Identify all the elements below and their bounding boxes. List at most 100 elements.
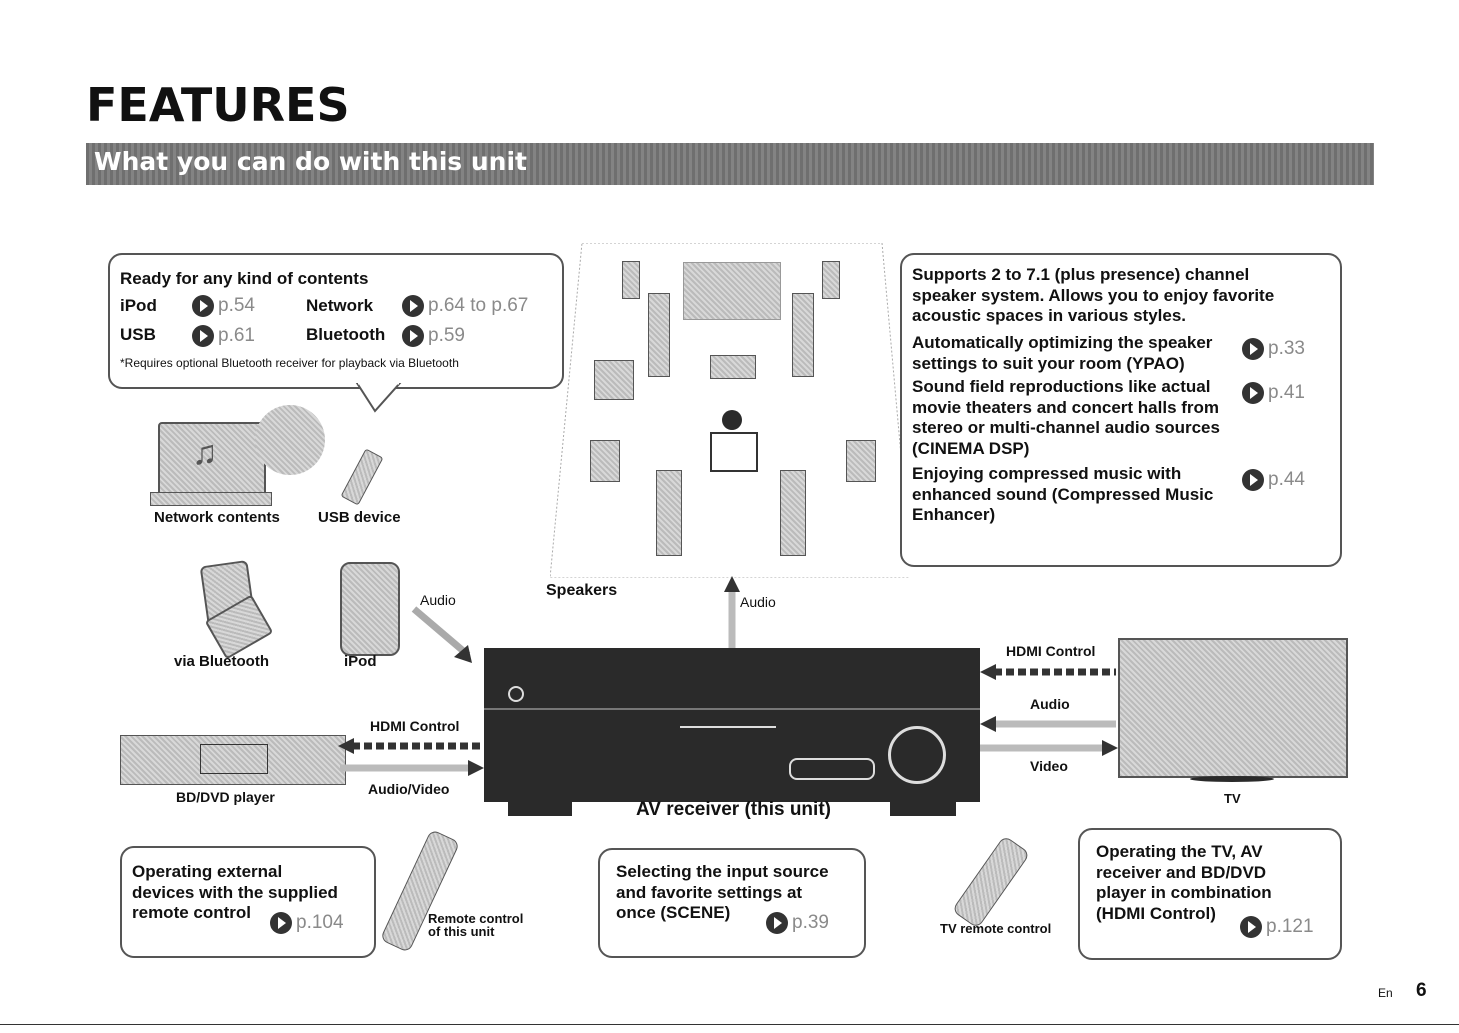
section-title: What you can do with this unit: [94, 147, 527, 176]
center-speaker-icon: [710, 355, 756, 379]
ipod-audio-arrow: [411, 606, 472, 663]
speaker-intro-2: speaker system. Allows you to enjoy favo…: [912, 285, 1275, 305]
cinema-dsp-line-4: (CINEMA DSP): [912, 438, 1030, 458]
page-arrow-icon: [402, 325, 424, 347]
page-arrow-icon: [402, 295, 424, 317]
remote-this-unit-line-2: of this unit: [428, 924, 495, 939]
remote-callout-line-3: remote control: [132, 903, 252, 922]
remote-page-ref: p.104: [270, 912, 344, 934]
remote-callout-line-1: Operating external: [132, 862, 283, 881]
usb-page-ref: p.61: [192, 325, 255, 347]
tv-remote-icon: [951, 835, 1031, 929]
usb-label: USB: [120, 325, 156, 344]
ypao-line-2: settings to suit your room (YPAO): [912, 353, 1185, 373]
presence-speaker-left-icon: [622, 261, 640, 299]
tv-stand-icon: [1190, 776, 1274, 782]
page-arrow-icon: [1240, 916, 1262, 938]
tv-video-arrow: [980, 740, 1118, 756]
compressed-music-line-2: enhanced sound (Compressed Music: [912, 484, 1214, 504]
compressed-music-line-1: Enjoying compressed music with: [912, 464, 1182, 483]
compressed-music-page-ref: p.44: [1242, 469, 1305, 491]
page-arrow-icon: [1242, 338, 1264, 360]
via-bluetooth-label: via Bluetooth: [174, 653, 270, 670]
tv-label: TV: [1224, 791, 1241, 806]
power-button-icon: [508, 686, 524, 702]
hdmi-control-left-arrow: [338, 738, 484, 754]
ipod-label: iPod: [120, 296, 157, 315]
scene-callout: Selecting the input source and favorite …: [598, 848, 866, 958]
bluetooth-page-ref: p.59: [402, 325, 465, 347]
surround-speaker-left-icon: [590, 440, 620, 482]
callout-pointer: [355, 383, 402, 413]
speakers-label: Speakers: [546, 582, 618, 599]
scene-buttons-icon: [680, 726, 776, 748]
tv-audio-arrow: [980, 716, 1116, 732]
page-arrow-icon: [192, 295, 214, 317]
hdmi-control-right-label: HDMI Control: [1006, 643, 1096, 659]
contents-heading: Ready for any kind of contents: [120, 269, 369, 288]
scene-callout-line-3: once (SCENE): [616, 903, 731, 922]
ypao-line-1: Automatically optimizing the speaker: [912, 333, 1213, 352]
cinema-dsp-line-2: movie theaters and concert halls from: [912, 397, 1220, 417]
tv-icon: [1118, 638, 1348, 778]
scene-callout-line-2: and favorite settings at: [616, 882, 803, 902]
speaker-callout: Supports 2 to 7.1 (plus presence) channe…: [900, 253, 1342, 567]
hdmi-callout-line-4: (HDMI Control): [1096, 903, 1216, 923]
front-inputs-icon: [789, 758, 875, 780]
bd-dvd-display-icon: [200, 744, 268, 774]
tv-remote-label: TV remote control: [940, 921, 1052, 936]
receiver-foot-left-icon: [508, 802, 572, 816]
page-language: En: [1378, 986, 1393, 1000]
room-screen-icon: [683, 262, 781, 320]
ipod-device-label: iPod: [344, 653, 377, 670]
presence-speaker-right-icon: [822, 261, 840, 299]
page-title: FEATURES: [86, 78, 350, 132]
page-arrow-icon: [766, 912, 788, 934]
ipod-icon: [340, 562, 400, 656]
hdmi-control-callout: Operating the TV, AV receiver and BD/DVD…: [1078, 828, 1342, 960]
page-arrow-icon: [1242, 469, 1264, 491]
page-arrow-icon: [1242, 382, 1264, 404]
surround-back-left-icon: [656, 470, 682, 556]
subwoofer-icon: [594, 360, 634, 400]
surround-back-right-icon: [780, 470, 806, 556]
cinema-dsp-line-1: Sound field reproductions like actual: [912, 377, 1211, 396]
speaker-intro-3: acoustic spaces in various styles.: [912, 306, 1187, 325]
ipod-page-ref: p.54: [192, 295, 255, 317]
scene-page-ref: p.39: [766, 912, 829, 934]
listener-head-icon: [722, 410, 742, 430]
speakers-audio-arrow: [724, 576, 740, 648]
surround-speaker-right-icon: [846, 440, 876, 482]
front-speaker-left-icon: [648, 293, 670, 377]
laptop-icon: [158, 422, 266, 496]
receiver-foot-right-icon: [890, 802, 956, 816]
ipod-audio-label: Audio: [420, 592, 456, 608]
speakers-audio-label: Audio: [740, 594, 776, 610]
volume-knob-icon: [888, 726, 946, 784]
scene-callout-line-1: Selecting the input source: [616, 862, 829, 881]
receiver-top-line: [484, 708, 980, 710]
bluetooth-label: Bluetooth: [306, 325, 386, 344]
audio-video-arrow: [340, 760, 484, 776]
remote-this-unit-line-1: Remote control: [428, 911, 524, 926]
contents-callout: Ready for any kind of contents iPod p.54…: [108, 253, 564, 389]
av-receiver-icon: [484, 648, 980, 802]
hdmi-control-left-label: HDMI Control: [370, 718, 460, 734]
network-page-ref: p.64 to p.67: [402, 295, 528, 317]
hdmi-callout-line-1: Operating the TV, AV: [1096, 842, 1263, 861]
page-arrow-icon: [270, 912, 292, 934]
page-arrow-icon: [192, 325, 214, 347]
ypao-page-ref: p.33: [1242, 338, 1305, 360]
audio-video-label: Audio/Video: [368, 781, 450, 797]
network-contents-label: Network contents: [154, 509, 280, 526]
compressed-music-line-3: Enhancer): [912, 505, 996, 524]
hdmi-control-right-arrow: [980, 664, 1116, 680]
av-receiver-label: AV receiver (this unit): [636, 799, 831, 820]
hdmi-callout-line-3: player in combination: [1096, 883, 1272, 902]
section-banner: What you can do with this unit: [86, 143, 1374, 185]
hdmi-page-ref: p.121: [1240, 916, 1314, 938]
usb-stick-icon: [340, 448, 384, 506]
footer-rule: [0, 1024, 1459, 1025]
listener-seat-icon: [710, 432, 758, 472]
network-label: Network: [306, 296, 374, 315]
